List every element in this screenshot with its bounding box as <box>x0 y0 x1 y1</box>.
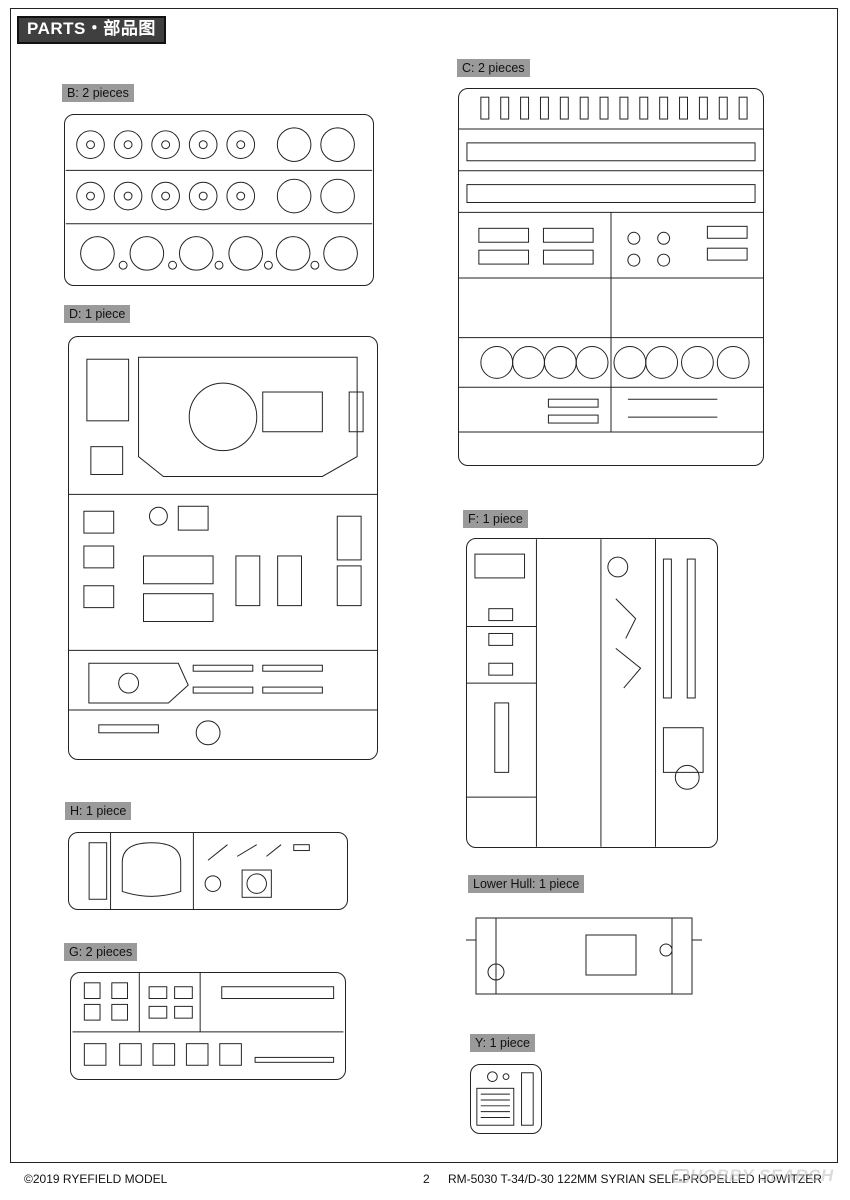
sprue-d-label: D: 1 piece <box>64 305 131 323</box>
watermark-icon <box>673 1169 689 1183</box>
sprue-b-label: B: 2 pieces <box>62 84 134 102</box>
footer-page-number: 2 <box>423 1172 430 1186</box>
sprue-y-drawing <box>476 1071 534 1126</box>
sprue-g-drawing <box>72 973 344 1066</box>
sprue-b-drawing <box>65 127 373 271</box>
sprue-c <box>458 88 764 466</box>
sprue-g-label: G: 2 pieces <box>64 943 138 961</box>
footer-product: RM-5030 T-34/D-30 122MM SYRIAN SELF-PROP… <box>448 1172 822 1186</box>
sprue-f <box>466 538 718 848</box>
sprue-y <box>470 1064 542 1134</box>
sprue-d-drawing <box>69 356 377 746</box>
page-frame <box>10 8 838 1163</box>
sprue-b <box>64 114 374 286</box>
footer-copyright: ©2019 RYEFIELD MODEL <box>24 1172 168 1186</box>
page-title: PARTS・部品图 <box>17 16 166 44</box>
sprue-h-drawing <box>88 833 310 909</box>
sprue-h-label: H: 1 piece <box>65 802 132 820</box>
sprue-h <box>68 832 348 910</box>
sprue-c-label: C: 2 pieces <box>457 59 530 77</box>
sprue-c-drawing <box>459 96 763 433</box>
sprue-g <box>70 972 346 1080</box>
lower-hull-label: Lower Hull: 1 piece <box>468 875 585 893</box>
sprue-d <box>68 336 378 760</box>
lower-hull <box>466 910 702 1002</box>
lower-hull-drawing <box>466 917 702 995</box>
watermark: HOBBY SEARCH <box>690 1166 834 1185</box>
sprue-f-drawing <box>467 539 704 847</box>
sprue-y-label: Y: 1 piece <box>470 1034 535 1052</box>
sprue-f-label: F: 1 piece <box>463 510 528 528</box>
